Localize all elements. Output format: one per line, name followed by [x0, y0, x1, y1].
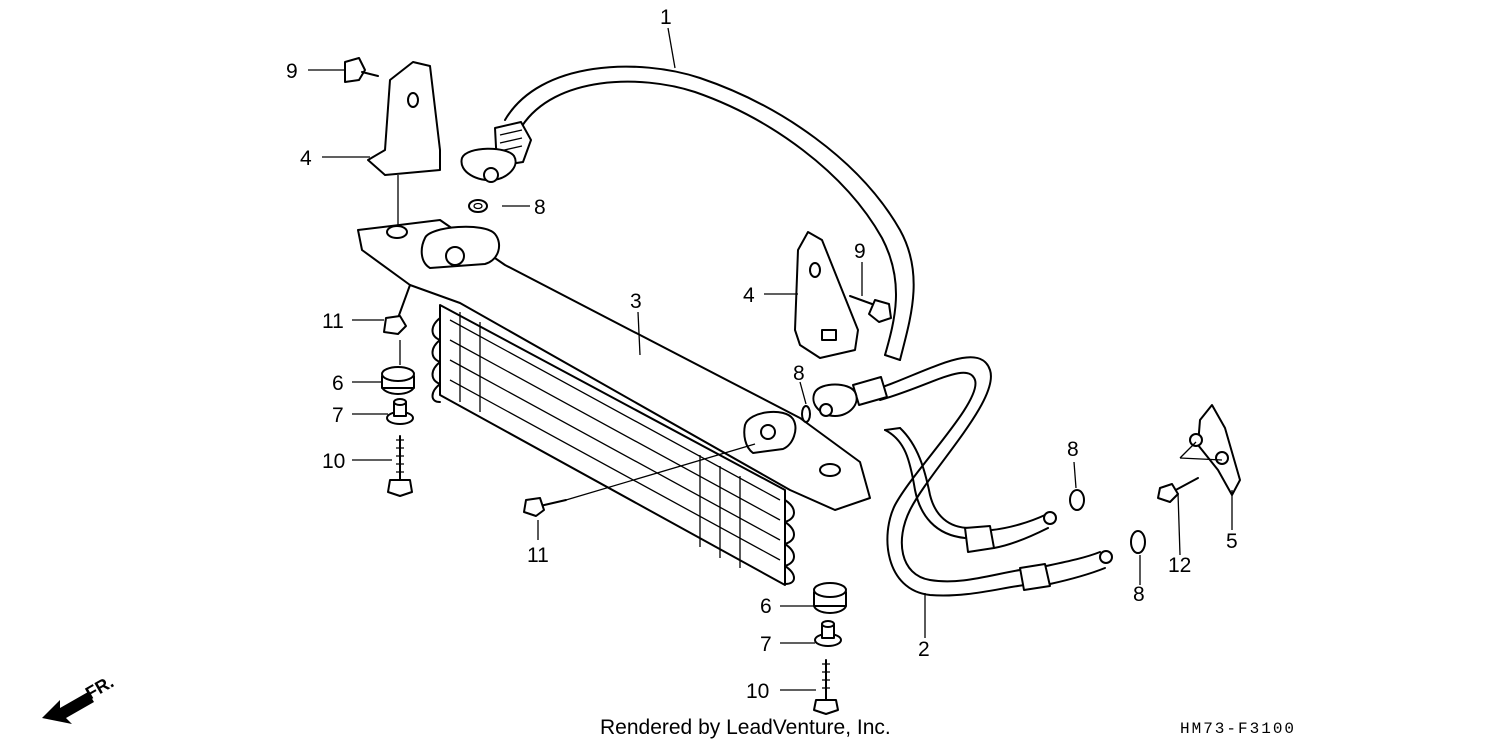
callout-labels: 1 2 3 4 4 5 6 6 7 7 8 8 8 8 9 9 10 10 11…	[286, 6, 1238, 703]
callout-6b: 6	[760, 595, 772, 618]
callout-9a: 9	[286, 60, 298, 83]
collar-left[interactable]	[386, 398, 414, 425]
callout-8c: 8	[1067, 438, 1079, 461]
callout-8b: 8	[793, 362, 805, 385]
leader-lines	[308, 27, 1233, 691]
bolt-11-lower[interactable]	[523, 497, 567, 517]
callout-10b: 10	[746, 680, 769, 703]
stay[interactable]	[1189, 404, 1241, 496]
bracket-right[interactable]	[794, 231, 859, 359]
bracket-left[interactable]	[367, 61, 441, 176]
bolt-12[interactable]	[1157, 477, 1199, 503]
callout-4b: 4	[743, 284, 755, 307]
bolt-9-right[interactable]	[849, 295, 892, 323]
oil-hose-lower[interactable]	[812, 356, 1113, 597]
render-credit: Rendered by LeadVenture, Inc.	[600, 716, 891, 739]
bolt-9-left[interactable]	[344, 57, 379, 83]
washer-right-1[interactable]	[1069, 489, 1085, 511]
callout-10a: 10	[322, 450, 345, 473]
bolt-10-left[interactable]	[387, 435, 413, 497]
callout-2: 2	[918, 638, 930, 661]
front-direction-arrow-icon: FR.	[42, 672, 117, 724]
grommet-left[interactable]	[381, 366, 415, 395]
callout-4a: 4	[300, 147, 312, 170]
bolt-10-right[interactable]	[813, 659, 839, 715]
oil-hose-upper[interactable]	[460, 65, 915, 361]
callout-5: 5	[1226, 530, 1238, 553]
grommet-right[interactable]	[813, 582, 847, 614]
callout-6a: 6	[332, 372, 344, 395]
callout-8d: 8	[1133, 583, 1145, 606]
washer-right-2[interactable]	[1130, 530, 1146, 554]
callout-9b: 9	[854, 240, 866, 263]
callout-8a: 8	[534, 196, 546, 219]
callout-7a: 7	[332, 404, 344, 427]
washer-mid[interactable]	[801, 405, 811, 423]
callout-1: 1	[660, 6, 672, 29]
callout-12: 12	[1168, 554, 1191, 577]
callout-7b: 7	[760, 633, 772, 656]
bolt-11-upper[interactable]	[383, 284, 411, 335]
collar-right[interactable]	[814, 620, 842, 647]
diagram-code: HM73-F3100	[1180, 720, 1297, 738]
washer-top[interactable]	[468, 199, 488, 213]
oil-cooler[interactable]	[357, 219, 871, 586]
callout-3: 3	[630, 290, 642, 313]
callout-11b: 11	[527, 544, 549, 567]
callout-11a: 11	[322, 310, 344, 333]
